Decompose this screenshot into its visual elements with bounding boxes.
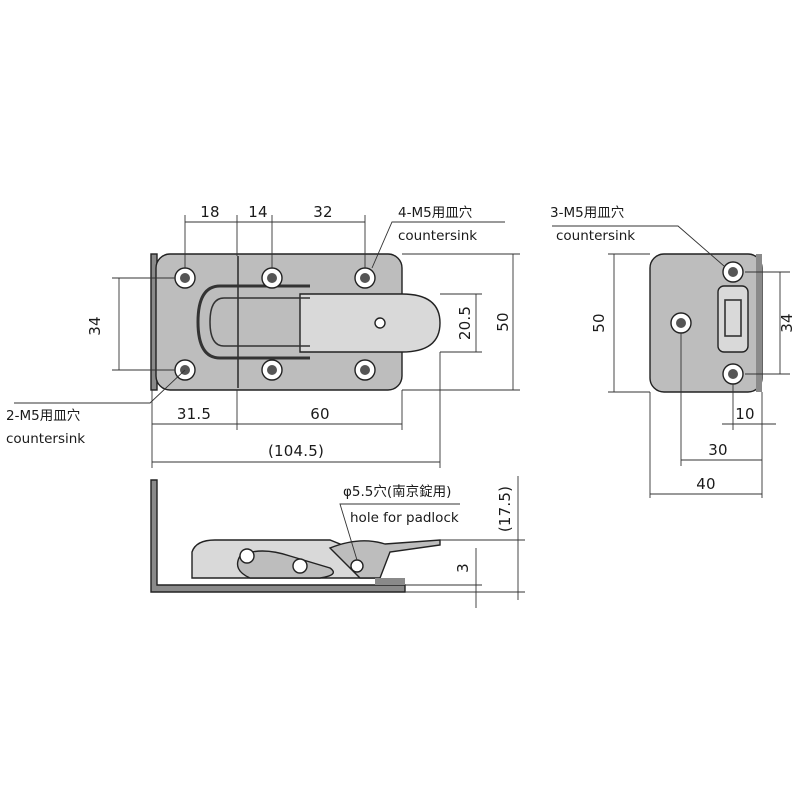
dim-20-5: 20.5 [456, 306, 474, 340]
top-countersink-hole [261, 267, 283, 289]
side-pivot [292, 558, 308, 574]
top-wire-loop [196, 284, 310, 360]
callout-hole-en: hole for padlock [350, 510, 459, 526]
dim-3: 3 [454, 563, 472, 573]
top-view: 18 14 32 34 20.5 50 31.5 60 (104.5) 4-M5… [6, 203, 520, 468]
callout-hole-jp: φ5.5穴(南京錠用) [343, 484, 451, 500]
side-loop [236, 550, 334, 579]
dim-30: 30 [708, 441, 728, 459]
top-countersink-hole [354, 267, 376, 289]
callout-2m5-en: countersink [6, 431, 85, 447]
end-countersink-hole [670, 312, 692, 334]
dim-10: 10 [735, 405, 755, 423]
dim-60: 60 [310, 405, 330, 423]
end-hasp-body [717, 285, 749, 353]
top-countersink-hole [354, 359, 376, 381]
end-flange [756, 254, 762, 392]
end-hasp-slot [724, 299, 742, 337]
side-base-lip [375, 578, 405, 585]
top-countersink-hole [261, 359, 283, 381]
callout-2m5-jp: 2-M5用皿穴 [6, 408, 80, 424]
callout-3m5-jp: 3-M5用皿穴 [550, 205, 624, 221]
top-hasp-tongue [299, 293, 441, 353]
dim-104-5: (104.5) [268, 442, 324, 460]
dim-14: 14 [248, 203, 268, 221]
end-countersink-hole [722, 363, 744, 385]
dim-18: 18 [200, 203, 220, 221]
top-countersink-hole [174, 267, 196, 289]
side-padlock-hole [350, 559, 364, 573]
side-pivot [239, 548, 255, 564]
top-padlock-hole [374, 317, 386, 329]
dim-34-end: 34 [778, 313, 796, 333]
dim-17-5: (17.5) [496, 486, 514, 532]
top-dimension-lines [14, 215, 520, 468]
callout-4m5-en: countersink [398, 228, 477, 244]
dim-50-end: 50 [590, 313, 608, 333]
dim-31-5: 31.5 [177, 405, 211, 423]
top-wire-loop-inner [209, 297, 310, 347]
dim-50-top: 50 [494, 312, 512, 332]
callout-4m5-jp: 4-M5用皿穴 [398, 205, 472, 221]
end-view: 50 34 10 30 40 3-M5用皿穴 countersink [550, 205, 796, 498]
end-countersink-hole [722, 261, 744, 283]
dim-34-left: 34 [86, 316, 104, 336]
side-view: (17.5) 3 φ5.5穴(南京錠用) hole for padlock [150, 476, 525, 608]
side-dimension-lines [339, 476, 525, 608]
dim-40: 40 [696, 475, 716, 493]
dim-32: 32 [313, 203, 333, 221]
end-dimension-lines [552, 225, 790, 498]
callout-3m5-en: countersink [556, 228, 635, 244]
